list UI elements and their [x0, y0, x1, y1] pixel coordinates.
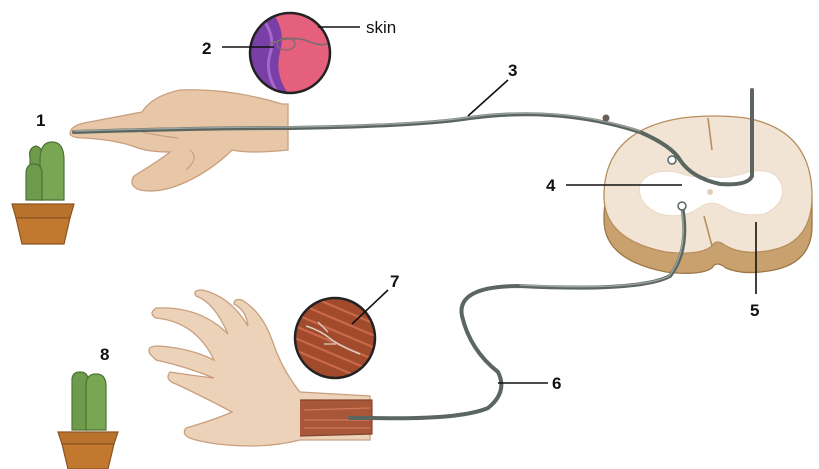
- ganglion-icon: [603, 115, 610, 122]
- label-5: 5: [750, 301, 759, 320]
- cactus-icon: [12, 142, 74, 244]
- label-3-leader: [468, 80, 508, 116]
- label-2: 2: [202, 39, 211, 58]
- cactus-icon: [58, 372, 118, 469]
- spinal-cord-icon: [604, 116, 812, 273]
- hand-icon: [70, 90, 288, 191]
- label-4: 4: [546, 176, 556, 195]
- skin-label: skin: [366, 18, 396, 37]
- label-7: 7: [390, 272, 399, 291]
- label-8: 8: [100, 345, 109, 364]
- skin-receptor-icon: [248, 12, 334, 96]
- muscle-icon: [290, 292, 380, 386]
- label-1: 1: [36, 111, 45, 130]
- label-3: 3: [508, 61, 517, 80]
- label-6: 6: [552, 374, 561, 393]
